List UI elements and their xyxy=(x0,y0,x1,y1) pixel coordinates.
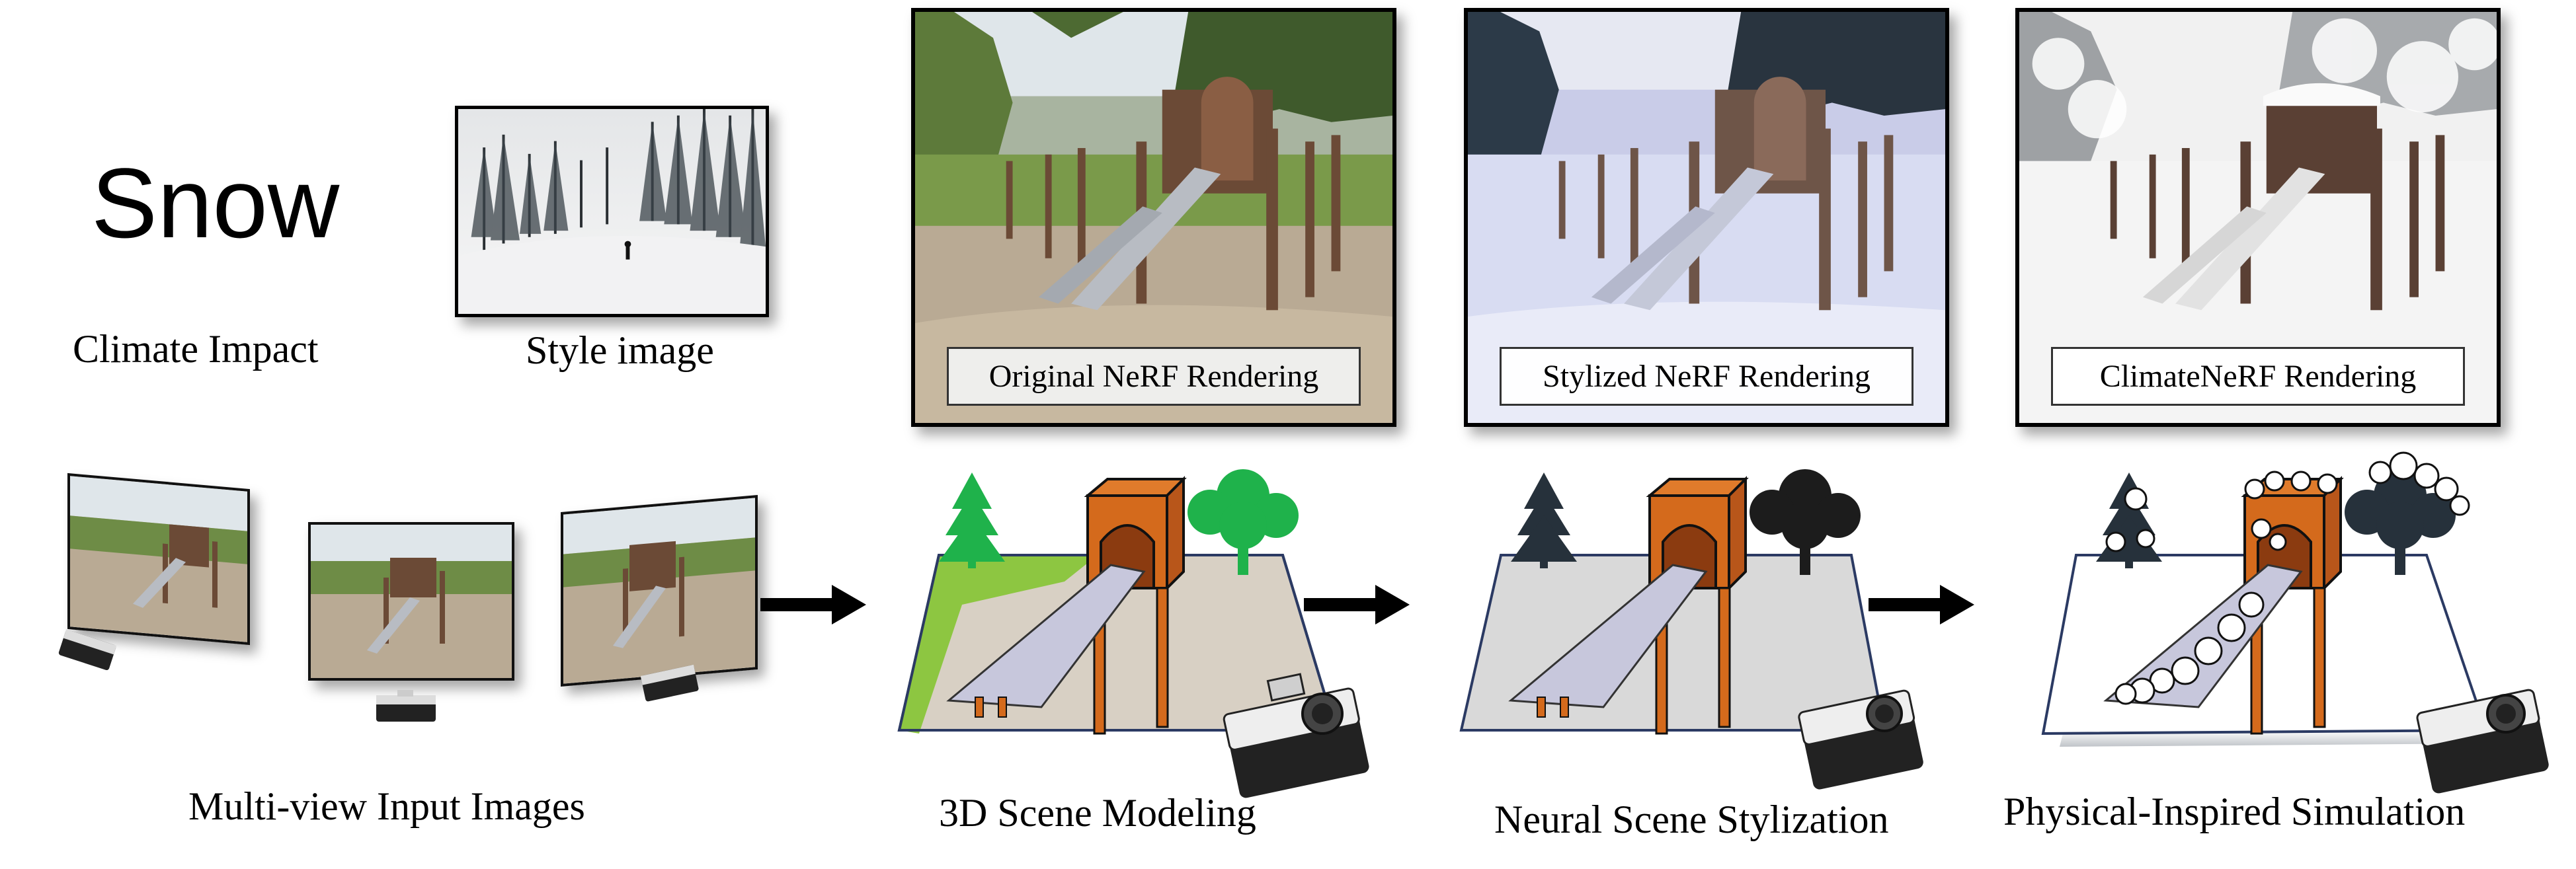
stylized-rendering-panel: Stylized NeRF Rendering xyxy=(1464,8,1949,427)
arrow-icon xyxy=(760,585,866,624)
stage-stylization-label: Neural Scene Stylization xyxy=(1494,798,1889,841)
original-rendering-caption: Original NeRF Rendering xyxy=(947,347,1361,406)
climatenerf-rendering-panel: ClimateNeRF Rendering xyxy=(2015,8,2501,427)
scene-stylization-diagram xyxy=(1459,469,1923,790)
stage-simulation-label: Physical-Inspired Simulation xyxy=(2003,790,2466,833)
arrow-icon xyxy=(1304,585,1410,624)
stylized-rendering-caption: Stylized NeRF Rendering xyxy=(1500,347,1913,406)
arrow-icon xyxy=(1869,585,1974,624)
climate-impact-label: Climate Impact xyxy=(73,327,319,371)
camera-icon xyxy=(58,629,117,671)
input-view-3 xyxy=(561,494,758,687)
original-rendering-panel: Original NeRF Rendering xyxy=(911,8,1396,427)
input-view-1 xyxy=(67,472,250,646)
camera-icon xyxy=(376,690,436,722)
climate-word: Snow xyxy=(91,147,340,258)
scene-modeling-diagram xyxy=(897,469,1369,798)
style-image xyxy=(455,106,769,317)
camera-icon xyxy=(640,664,699,702)
style-image-label: Style image xyxy=(526,328,714,372)
input-view-2 xyxy=(308,522,514,681)
simulation-diagram xyxy=(2041,451,2549,794)
stage-modeling-label: 3D Scene Modeling xyxy=(939,791,1256,835)
climatenerf-rendering-caption: ClimateNeRF Rendering xyxy=(2051,347,2465,406)
stage-input-label: Multi-view Input Images xyxy=(188,784,585,828)
